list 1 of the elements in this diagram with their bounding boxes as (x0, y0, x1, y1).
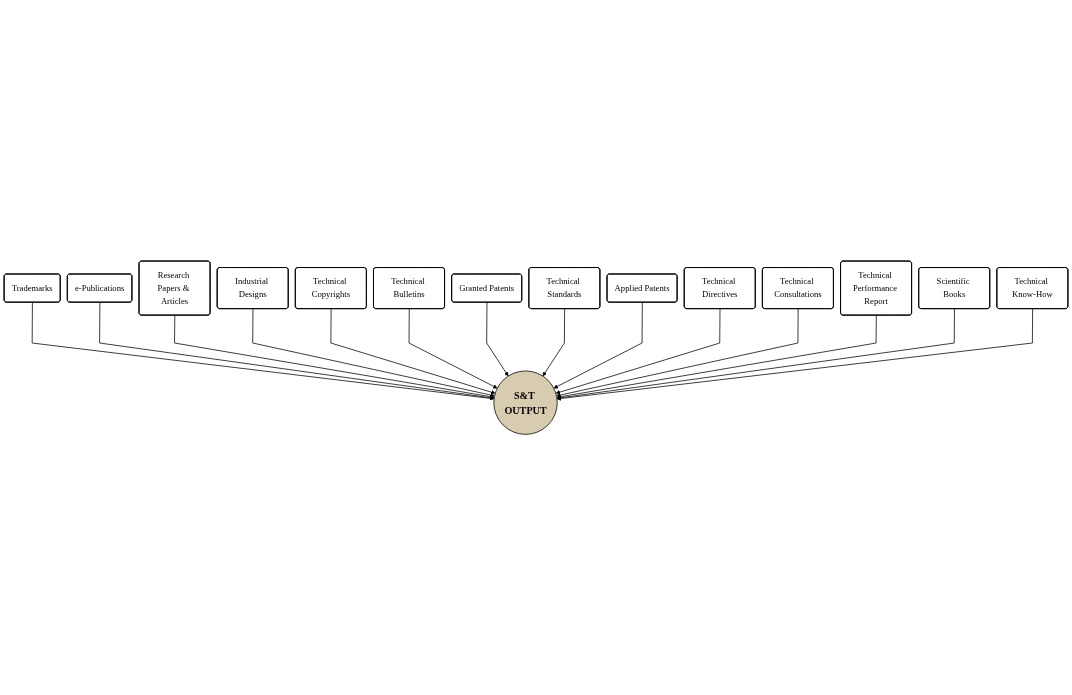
node-circle: S&T OUTPUT (493, 370, 558, 435)
